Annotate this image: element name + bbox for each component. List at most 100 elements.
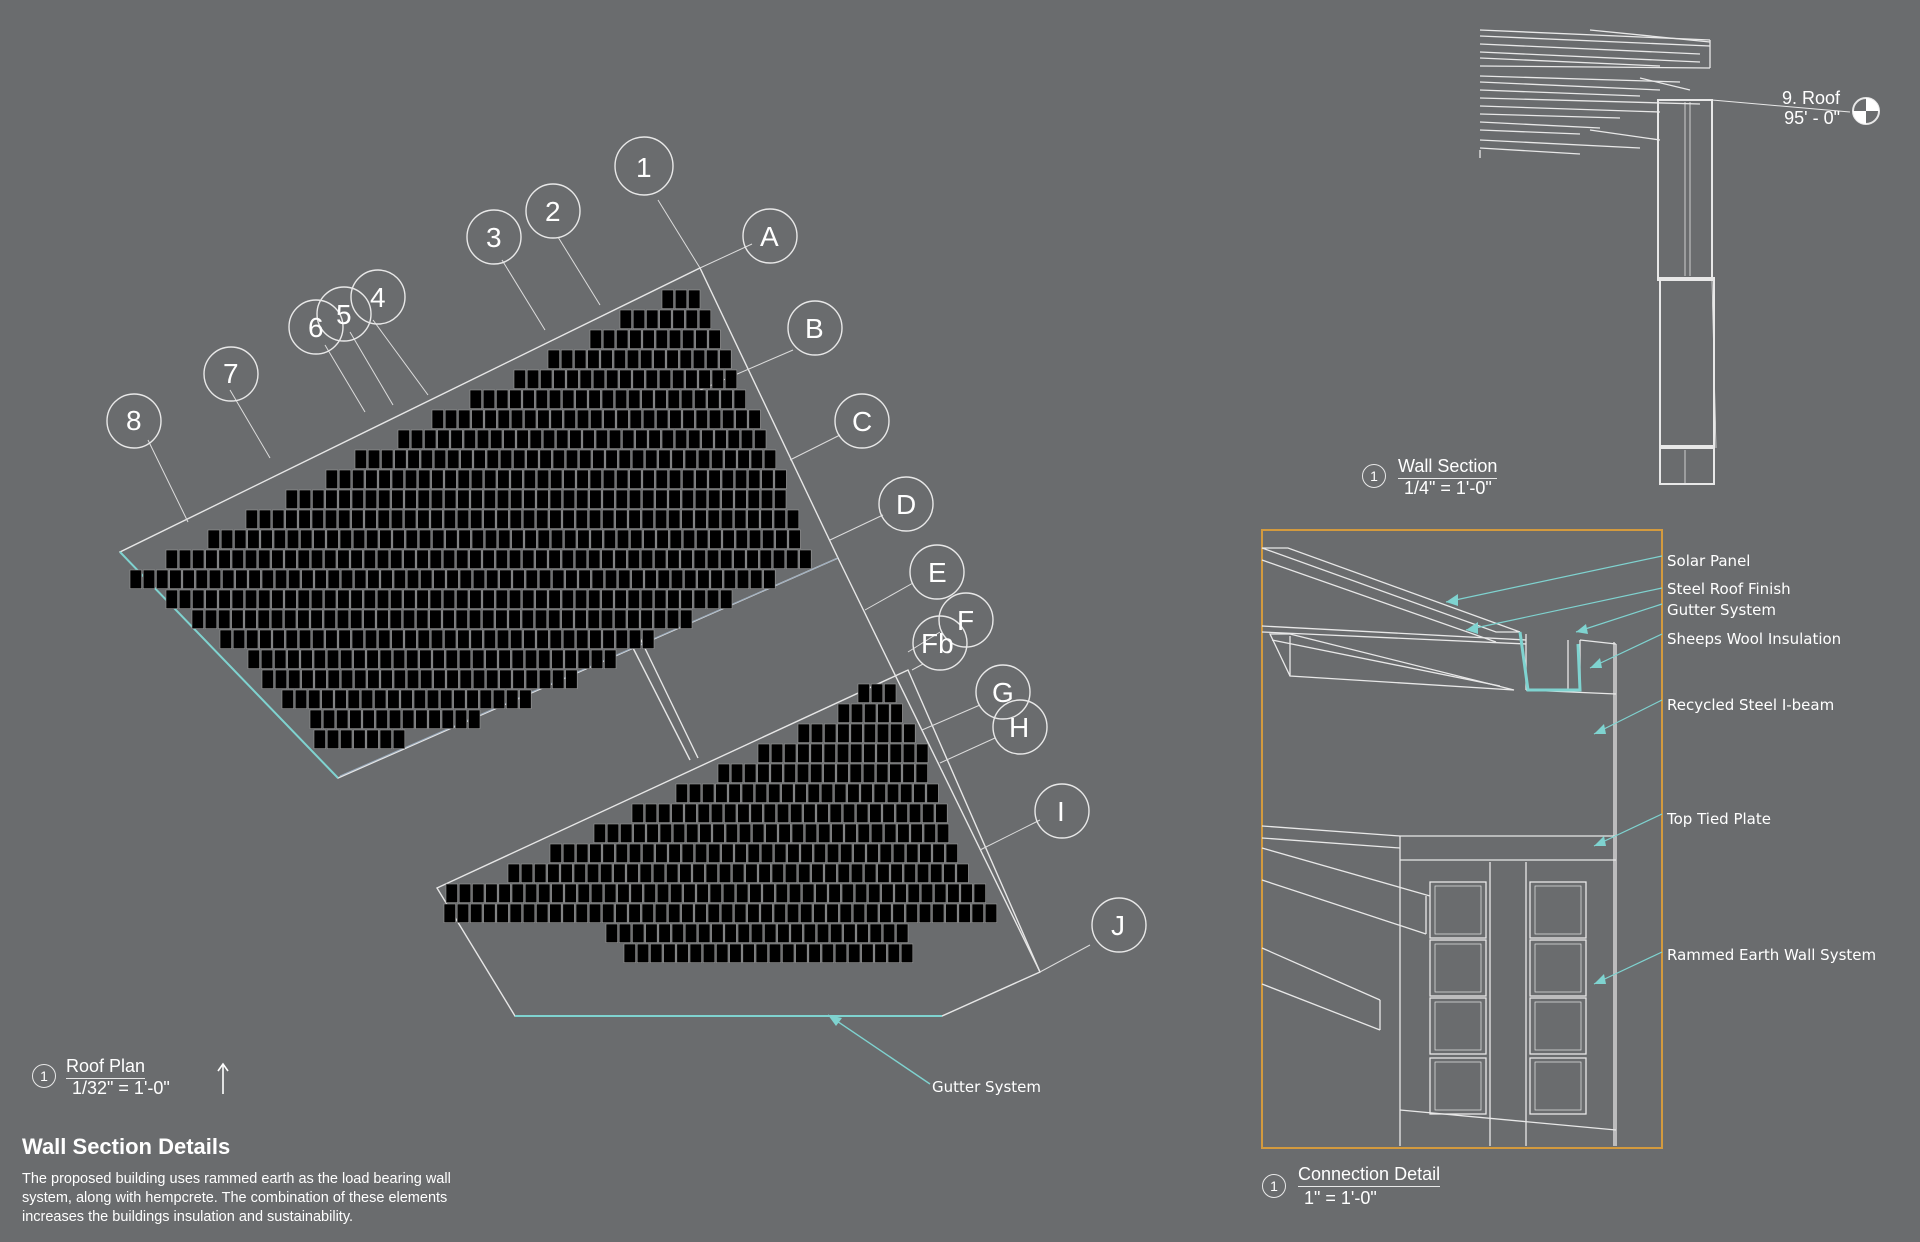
solar-panel bbox=[679, 863, 692, 883]
solar-panel bbox=[376, 549, 390, 569]
solar-panel bbox=[472, 883, 485, 903]
solar-panel bbox=[563, 469, 576, 489]
solar-panel bbox=[629, 409, 642, 429]
solar-panel bbox=[234, 529, 247, 549]
solar-panel bbox=[522, 549, 535, 569]
grid-label-Fb: Fb bbox=[921, 628, 954, 659]
solar-panel bbox=[750, 569, 763, 589]
solar-panel bbox=[351, 489, 364, 509]
solar-panel bbox=[526, 449, 539, 469]
solar-panel bbox=[771, 863, 784, 883]
solar-panel bbox=[326, 529, 339, 549]
solar-panel bbox=[260, 649, 274, 669]
solar-panel bbox=[294, 689, 308, 709]
solar-panel bbox=[721, 469, 734, 489]
solar-panel bbox=[763, 569, 776, 589]
solar-panel bbox=[722, 883, 736, 903]
solar-panel bbox=[800, 903, 813, 923]
solar-panel bbox=[601, 389, 614, 409]
solar-panel bbox=[456, 509, 470, 529]
solar-panel bbox=[709, 883, 722, 903]
solar-panel bbox=[628, 509, 641, 529]
solar-panel bbox=[244, 589, 258, 609]
solar-panel bbox=[650, 943, 663, 963]
solar-panel bbox=[458, 883, 472, 903]
solar-panel bbox=[218, 549, 231, 569]
solar-panel bbox=[862, 763, 876, 783]
solar-panel bbox=[797, 743, 810, 763]
solar-panel bbox=[272, 629, 285, 649]
solar-panel bbox=[561, 549, 574, 569]
solar-panel bbox=[616, 469, 629, 489]
corridor-line bbox=[629, 641, 691, 761]
solar-panel bbox=[182, 569, 195, 589]
solar-panel bbox=[644, 569, 657, 589]
grid-label-J: J bbox=[1111, 910, 1125, 941]
solar-panel bbox=[633, 823, 646, 843]
solar-panel bbox=[870, 683, 884, 703]
solar-panel bbox=[496, 903, 509, 923]
solar-panel bbox=[271, 549, 284, 569]
solar-panel bbox=[666, 609, 680, 629]
solar-panel bbox=[759, 549, 772, 569]
solar-panel bbox=[354, 569, 367, 589]
solar-panel bbox=[352, 469, 365, 489]
solar-panel bbox=[774, 489, 787, 509]
solar-panel bbox=[588, 589, 601, 609]
solar-panel bbox=[378, 629, 391, 649]
solar-panel bbox=[507, 863, 520, 883]
solar-panel bbox=[784, 863, 798, 883]
solar-panel bbox=[334, 689, 347, 709]
solar-panel bbox=[258, 549, 271, 569]
solar-panel bbox=[548, 589, 561, 609]
callout-solar-panel: Solar Panel bbox=[1667, 552, 1751, 570]
solar-panel bbox=[523, 469, 536, 489]
solar-panel bbox=[920, 883, 934, 903]
solar-panel bbox=[761, 469, 774, 489]
solar-panel bbox=[178, 589, 192, 609]
solar-panel bbox=[565, 569, 578, 589]
solar-panel bbox=[694, 489, 708, 509]
solar-panel bbox=[589, 329, 602, 349]
solar-panel bbox=[890, 703, 903, 723]
solar-panel bbox=[816, 803, 829, 823]
solar-panel bbox=[715, 783, 728, 803]
solar-panel bbox=[270, 609, 284, 629]
solar-panel bbox=[458, 409, 471, 429]
solar-panel bbox=[680, 549, 693, 569]
solar-panel bbox=[591, 569, 604, 589]
solar-panel bbox=[327, 569, 340, 589]
solar-panel bbox=[694, 843, 708, 863]
solar-panel bbox=[550, 529, 564, 549]
solar-panel bbox=[697, 449, 711, 469]
solar-panel bbox=[312, 629, 325, 649]
solar-panel bbox=[404, 509, 417, 529]
solar-panel bbox=[429, 549, 442, 569]
solar-panel bbox=[460, 449, 473, 469]
solar-panel bbox=[603, 529, 616, 549]
solar-panel bbox=[247, 529, 260, 549]
solar-panel bbox=[668, 469, 682, 489]
solar-panel bbox=[576, 489, 589, 509]
solar-panel bbox=[483, 489, 496, 509]
solar-panel bbox=[219, 629, 232, 649]
solar-panel bbox=[350, 549, 363, 569]
solar-panel bbox=[535, 549, 548, 569]
solar-panel bbox=[790, 923, 803, 943]
gutter-leader-arrow bbox=[828, 1015, 842, 1026]
solar-panel bbox=[626, 863, 639, 883]
solar-panel bbox=[774, 469, 787, 489]
solar-panel bbox=[661, 429, 674, 449]
solar-panel bbox=[984, 903, 998, 923]
solar-panel bbox=[667, 589, 680, 609]
solar-panel bbox=[590, 883, 604, 903]
solar-panel bbox=[485, 649, 498, 669]
solar-panel bbox=[810, 723, 824, 743]
solar-panel bbox=[615, 509, 628, 529]
solar-panel bbox=[619, 309, 632, 329]
solar-panel bbox=[309, 709, 322, 729]
solar-panel bbox=[339, 529, 352, 549]
solar-panel bbox=[675, 783, 688, 803]
solar-panel bbox=[693, 549, 706, 569]
solar-panel bbox=[322, 709, 336, 729]
